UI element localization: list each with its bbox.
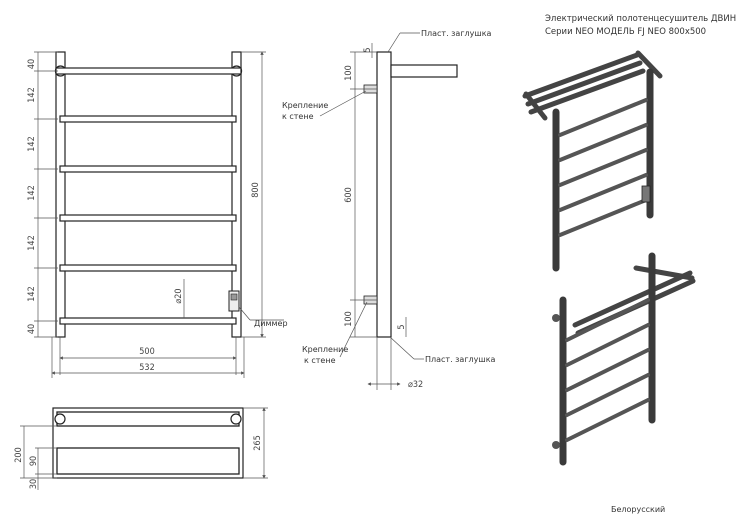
label-mount-bottom-2: к стене [304,356,336,365]
isometric-view-2 [552,252,696,466]
top-view-right-cap [230,413,242,425]
top-view-left-cap [54,413,66,425]
dim-cap-top-5: 5 [363,47,373,52]
right-post [231,51,242,338]
front-rungs [55,67,242,325]
top-view-frame [52,407,244,479]
dim-post-diameter: ⌀32 [408,380,423,390]
label-mount-bottom-1: Крепление [302,345,348,354]
dim-width-500: 500 [139,347,154,357]
dimmer-box [228,290,240,312]
dim-bar-diameter: ⌀20 [174,288,184,303]
left-post [55,51,66,338]
label-mount-top-2: к стене [282,112,314,121]
dim-pitch-3: 142 [27,185,37,200]
dim-depth-30: 30 [29,479,39,489]
label-plug-bottom: Пласт. заглушка [425,355,496,364]
title-line-1: Электрический полотенцесушитель ДВИН [545,14,736,24]
dim-pitch-5: 142 [27,286,37,301]
dim-side-100-bottom: 100 [344,311,354,326]
dim-depth-265: 265 [253,435,263,450]
dim-depth-90: 90 [29,456,39,466]
dim-width-532: 532 [139,363,154,373]
bottom-caption: Белорусский [611,505,665,514]
dim-top-40: 40 [27,59,37,69]
title-line-2: Серии NEO МОДЕЛЬ FJ NEO 800x500 [545,27,706,37]
top-view: 265 200 90 30 [14,407,268,490]
dim-depth-200: 200 [14,447,24,462]
isometric-view-1 [522,50,663,272]
label-mount-top-1: Крепление [282,101,328,110]
dim-pitch-2: 142 [27,136,37,151]
dim-side-100-top: 100 [344,65,354,80]
dim-height-800: 800 [251,182,261,197]
dim-pitch-1: 142 [27,87,37,102]
dim-cap-bottom-5: 5 [397,324,407,329]
side-view: 100 600 100 5 5 ⌀32 Пласт. заглушка Креп… [282,29,496,390]
side-post [376,51,392,338]
front-view: 40 142 142 142 142 142 40 800 ⌀20 Диммер… [27,51,288,378]
side-rung-stub [390,64,458,78]
dimmer-label: Диммер [254,319,288,328]
dim-pitch-4: 142 [27,235,37,250]
label-plug-top: Пласт. заглушка [421,29,492,38]
dim-side-600: 600 [344,187,354,202]
dim-bottom-40: 40 [27,324,37,334]
